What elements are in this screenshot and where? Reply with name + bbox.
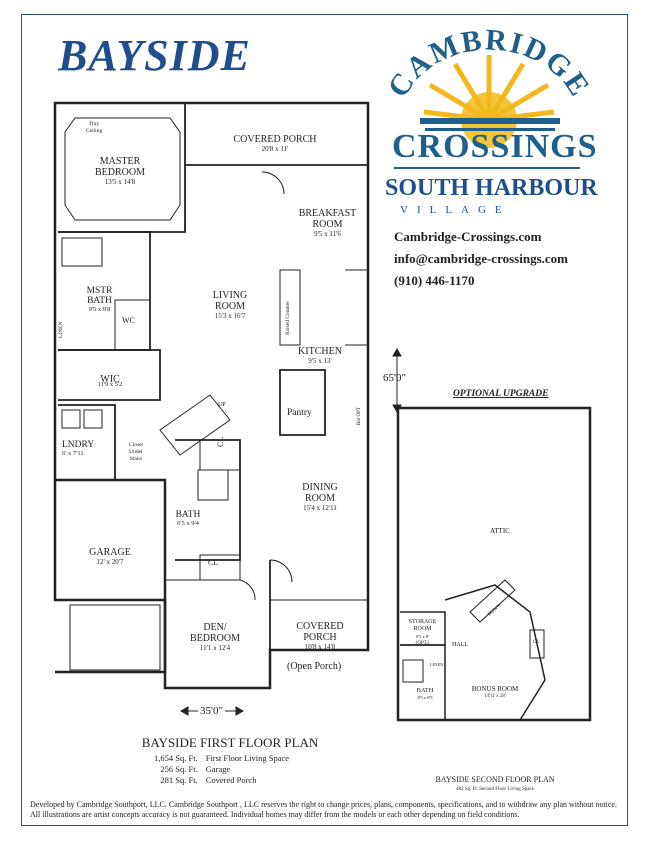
storage-room-wall <box>400 611 446 646</box>
door-swing <box>239 579 256 601</box>
contact-email: info@cambridge-crossings.com <box>394 251 568 266</box>
stairs <box>159 394 231 456</box>
sun-icon <box>420 55 560 148</box>
contact-website: Cambridge-Crossings.com <box>394 229 542 244</box>
exterior-wall <box>53 101 370 690</box>
sqft-label: Covered Porch <box>205 775 257 785</box>
page-border <box>21 14 628 826</box>
closet-2 <box>529 629 545 659</box>
sqft-row: 281 Sq. Ft. Covered Porch <box>150 775 293 786</box>
sqft-value: 1,654 Sq. Ft. <box>154 753 198 763</box>
second-floor-caption: BAYSIDE SECOND FLOOR PLAN <box>435 775 555 784</box>
disclaimer-footer: Developed by Cambridge Southport, LLC. C… <box>30 800 617 819</box>
first-floor-caption: BAYSIDE FIRST FLOOR PLAN <box>141 735 319 750</box>
raised-counter <box>279 269 301 346</box>
second-floor-sqft: 482 Sq. Ft. Second Floor Living Space <box>456 787 534 792</box>
first-floor-sqft-table: 1,654 Sq. Ft. First Floor Living Space 25… <box>150 753 293 786</box>
bonus-room-wall <box>444 584 546 721</box>
garage-wall <box>55 478 167 674</box>
tray-ceiling-outline <box>64 117 181 221</box>
sqft-value: 281 Sq. Ft. <box>160 775 198 785</box>
sqft-label: First Floor Living Space <box>205 753 290 763</box>
bath-wall-2 <box>400 644 446 720</box>
arrow-left-icon <box>179 706 189 716</box>
sqft-row: 256 Sq. Ft. Garage <box>150 764 293 775</box>
dryer <box>83 409 103 429</box>
arrow-up-icon <box>392 347 402 357</box>
second-floor-exterior <box>396 406 592 722</box>
laundry-wall <box>58 404 116 480</box>
bath-closet <box>199 439 241 471</box>
pantry-wall <box>279 369 326 436</box>
logo-south-harbour: SOUTH HARBOUR <box>385 175 598 201</box>
stairs-2 <box>469 579 516 623</box>
door-swing <box>269 559 293 583</box>
wic-wall <box>58 349 161 401</box>
kitchen-counter <box>345 269 369 346</box>
washer <box>61 409 81 429</box>
sqft-value: 256 Sq. Ft. <box>160 764 198 774</box>
plan-title: BAYSIDE <box>58 31 251 80</box>
sqft-row: 1,654 Sq. Ft. First Floor Living Space <box>150 753 293 764</box>
contact-phone: (910) 446-1170 <box>394 273 475 288</box>
logo-crossings: CROSSINGS <box>392 128 598 165</box>
tub-2 <box>402 659 424 683</box>
logo-village: VILLAGE <box>400 204 511 216</box>
arrow-right-icon <box>235 706 245 716</box>
door-swing <box>261 171 285 195</box>
logo-rule <box>394 167 580 169</box>
sqft-label: Garage <box>205 764 231 774</box>
tub <box>197 469 229 501</box>
shower <box>61 237 103 267</box>
garage-door <box>69 604 161 671</box>
